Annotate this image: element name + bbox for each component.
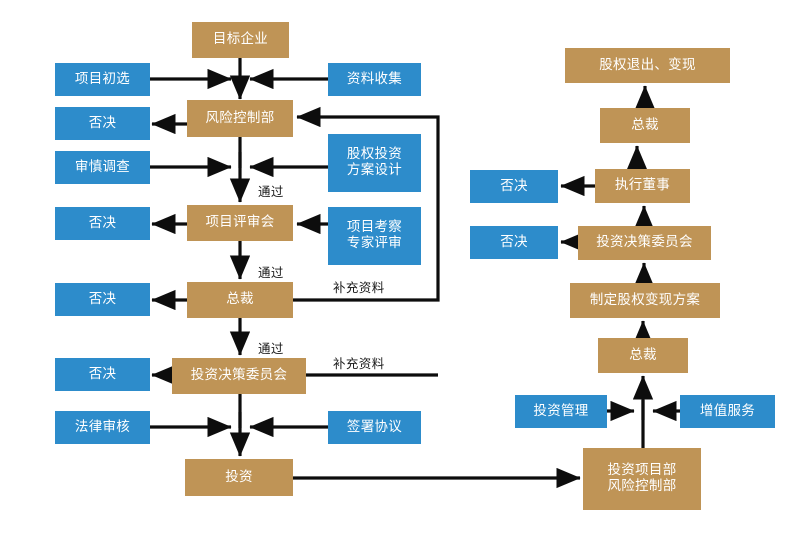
node-reject5[interactable]: 否决	[470, 170, 558, 203]
node-reject2[interactable]: 否决	[55, 207, 150, 240]
node-investcomm2[interactable]: 投资决策委员会	[578, 226, 711, 260]
edge-label-pass2: 通过	[258, 265, 284, 280]
node-reject3[interactable]: 否决	[55, 283, 150, 316]
node-expertreview[interactable]: 项目考察 专家评审	[328, 207, 421, 265]
node-preselect[interactable]: 项目初选	[55, 63, 150, 96]
node-cashplan[interactable]: 制定股权变现方案	[570, 283, 720, 318]
node-exitcash[interactable]: 股权退出、变现	[565, 48, 730, 83]
edge-label-pass1: 通过	[258, 184, 284, 199]
node-reviewmeeting[interactable]: 项目评审会	[187, 205, 293, 241]
node-legalreview[interactable]: 法律审核	[55, 411, 150, 444]
node-reject4[interactable]: 否决	[55, 358, 150, 391]
node-investcomm1[interactable]: 投资决策委员会	[172, 358, 306, 394]
node-president1[interactable]: 总裁	[187, 282, 293, 318]
node-reject1[interactable]: 否决	[55, 107, 150, 140]
node-president3[interactable]: 总裁	[598, 338, 688, 373]
node-invest[interactable]: 投资	[185, 459, 293, 496]
node-duediligence[interactable]: 审慎调查	[55, 151, 150, 184]
node-investmgmt[interactable]: 投资管理	[515, 395, 607, 428]
edge-label-supply1: 补充资料	[333, 280, 385, 295]
edge-label-supply2: 补充资料	[333, 356, 385, 371]
node-projdept[interactable]: 投资项目部 风险控制部	[583, 448, 701, 510]
node-riskdept[interactable]: 风险控制部	[187, 100, 293, 137]
node-execdirector[interactable]: 执行董事	[595, 169, 690, 203]
node-reject6[interactable]: 否决	[470, 226, 558, 259]
node-collect[interactable]: 资料收集	[328, 63, 421, 96]
node-equityplan[interactable]: 股权投资 方案设计	[328, 134, 421, 192]
node-target[interactable]: 目标企业	[192, 22, 289, 58]
edge-label-pass3: 通过	[258, 341, 284, 356]
node-valueadd[interactable]: 增值服务	[680, 395, 775, 428]
node-signagreement[interactable]: 签署协议	[328, 411, 421, 444]
node-president2[interactable]: 总裁	[600, 108, 690, 143]
